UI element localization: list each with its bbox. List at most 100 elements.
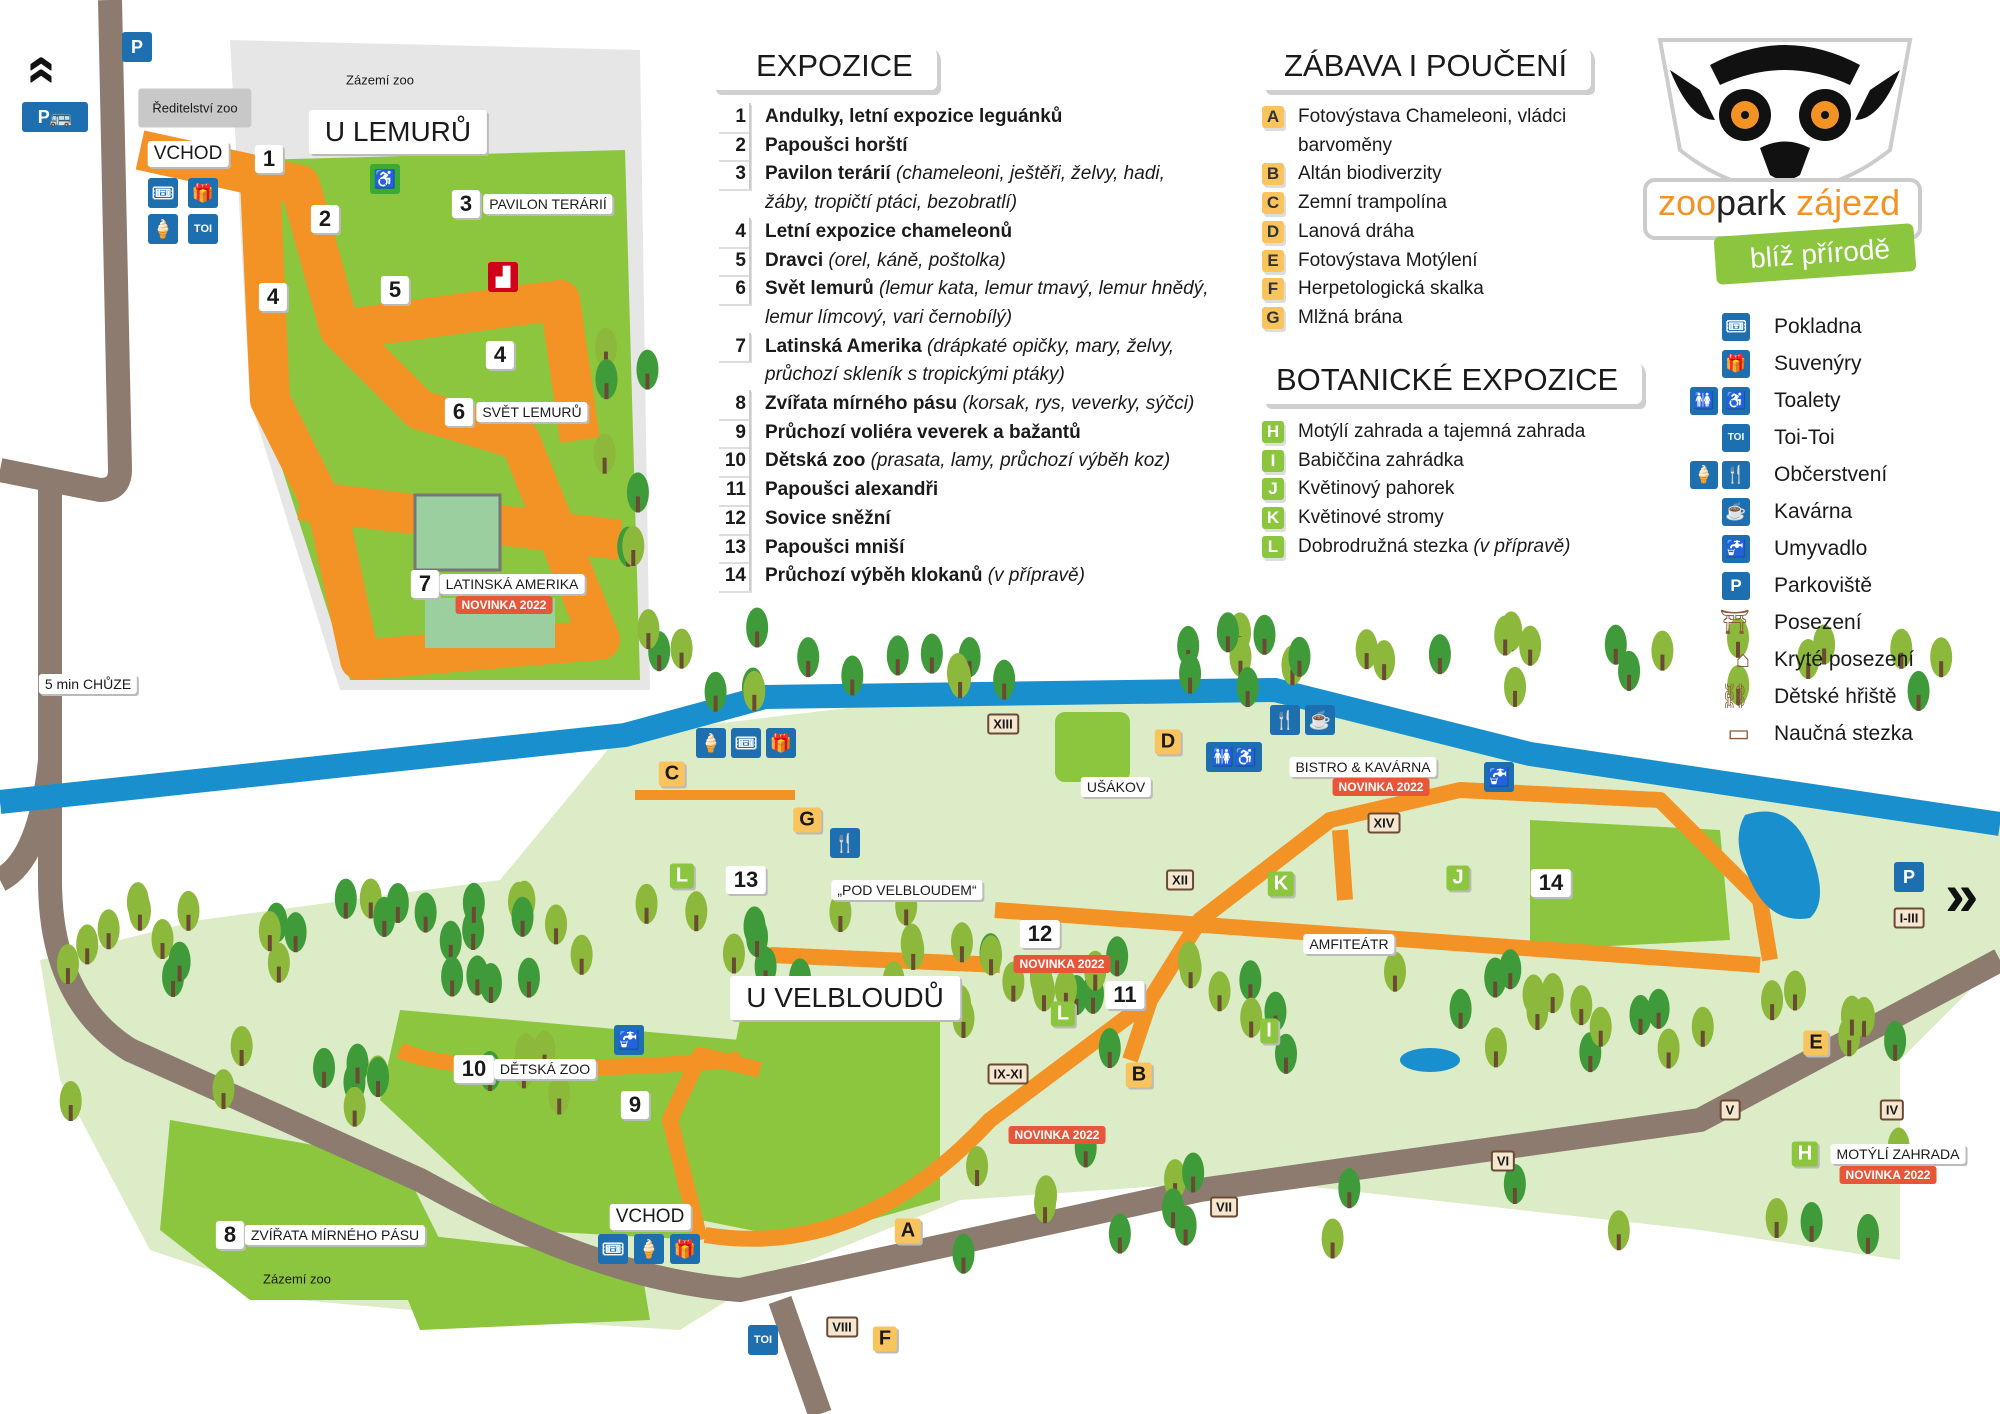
novinka-badge[interactable]: NOVINKA 2022 — [1839, 1166, 1937, 1184]
tree-icon — [622, 525, 645, 566]
exhibit-number-marker[interactable]: 6 — [444, 398, 474, 426]
exhibit-number-marker[interactable]: 13 — [725, 866, 767, 894]
parking-bus-icon[interactable]: P🚌 — [22, 102, 88, 132]
exhibit-number-marker[interactable]: 11 — [1105, 981, 1145, 1009]
gift-icon: 🎁 — [670, 1234, 700, 1264]
novinka-badge[interactable]: NOVINKA 2022 — [1332, 778, 1430, 796]
exhibit-number-marker[interactable]: 2 — [310, 205, 340, 233]
exhibit-number-marker[interactable]: 4 — [258, 283, 288, 311]
trail-stop-marker[interactable]: XIII — [987, 713, 1019, 735]
trail-stop-marker[interactable]: VI — [1490, 1150, 1516, 1172]
trail-stop-marker[interactable]: VII — [1210, 1196, 1238, 1218]
botanical-letter-marker[interactable]: H — [1791, 1141, 1819, 1167]
trail-stop-marker[interactable]: V — [1719, 1099, 1741, 1121]
item-detail: (chameleoni, ještěři, želvy, hadi, — [895, 163, 1165, 185]
trail-stop-marker[interactable]: IX-XI — [987, 1063, 1029, 1085]
exhibit-number-marker[interactable]: 4 — [485, 341, 515, 369]
tree-icon — [1162, 1188, 1185, 1229]
place-label[interactable]: PAVILON TERÁRIÍ — [483, 194, 613, 214]
legend-icons: P — [1660, 571, 1750, 600]
place-label[interactable]: SVĚT LEMURŮ — [476, 402, 588, 422]
botanical-letter-marker[interactable]: J — [1446, 865, 1470, 891]
tree-icon — [952, 1233, 975, 1274]
item-text: Babiččina zahrádka — [1298, 447, 1598, 476]
botanical-letter-marker[interactable]: K — [1267, 871, 1295, 897]
trail-stop-marker[interactable]: XII — [1166, 869, 1194, 891]
legend-icons: ⛓ — [1660, 683, 1750, 711]
tree-icon — [343, 1086, 366, 1127]
tree-icon — [334, 878, 357, 919]
botanical-letter-marker[interactable]: L — [1050, 1001, 1076, 1027]
tree-icon — [1032, 971, 1055, 1012]
attraction-letter-marker[interactable]: D — [1154, 729, 1182, 755]
parking-icon[interactable]: P — [122, 32, 152, 62]
exhibit-number-marker[interactable]: 12 — [1019, 920, 1061, 948]
playground-icon: ⛓ — [1719, 682, 1750, 710]
tree-icon — [1321, 1218, 1344, 1259]
attraction-letter-marker[interactable]: B — [1125, 1062, 1153, 1088]
place-label[interactable]: 5 min CHŮZE — [38, 674, 138, 694]
trail-stop-marker[interactable]: I-III — [1893, 907, 1925, 929]
place-label[interactable]: LATINSKÁ AMERIKA — [439, 574, 585, 594]
entrance-label[interactable]: VCHOD — [147, 141, 229, 167]
place-label[interactable]: DĚTSKÁ ZOO — [493, 1059, 597, 1079]
tree-icon — [685, 891, 708, 932]
building-label[interactable]: Ředitelství zoo — [138, 88, 252, 128]
item-text: Svět lemurů (lemur kata, lemur tmavý, le… — [765, 275, 1209, 332]
item-name: Andulky, letní expozice leguánků — [765, 106, 1063, 127]
place-label[interactable]: MOTÝLÍ ZAHRADA — [1830, 1144, 1966, 1164]
exhibit-number-marker[interactable]: 5 — [380, 276, 410, 304]
exhibit-number-marker[interactable]: 3 — [451, 190, 481, 218]
tree-icon — [1519, 625, 1542, 666]
item-name: Papoušci mniší — [765, 536, 905, 558]
entrance-label[interactable]: VCHOD — [609, 1204, 691, 1230]
trail-stop-marker[interactable]: XIV — [1367, 812, 1401, 834]
exhibit-number-marker[interactable]: 1 — [254, 145, 284, 173]
area-title[interactable]: U LEMURŮ — [308, 110, 488, 154]
botanical-letter-marker[interactable]: L — [669, 863, 695, 889]
attraction-letter-marker[interactable]: F — [872, 1326, 898, 1352]
exhibit-number-marker[interactable]: 9 — [620, 1091, 650, 1119]
coffee-cup-icon: ☕ — [1722, 497, 1750, 526]
tree-icon — [797, 637, 820, 678]
tree-icon — [1930, 637, 1953, 678]
exhibit-number-marker[interactable]: 14 — [1530, 869, 1572, 897]
novinka-badge[interactable]: NOVINKA 2022 — [1013, 955, 1111, 973]
trail-stop-marker[interactable]: IV — [1879, 1099, 1905, 1121]
tree-icon — [1503, 1163, 1526, 1204]
botanical-letter-marker[interactable]: I — [1260, 1018, 1278, 1044]
place-label[interactable]: UŠÁKOV — [1080, 777, 1152, 797]
water-tap-icon: 🚰 — [614, 1025, 644, 1055]
attraction-letter-marker[interactable]: E — [1803, 1030, 1829, 1056]
tree-icon — [670, 628, 693, 669]
ice-cream-icon: 🍦 — [1690, 460, 1718, 489]
attraction-letter-marker[interactable]: C — [658, 761, 686, 787]
area-title[interactable]: U VELBLOUDŮ — [730, 976, 960, 1020]
place-label[interactable]: ZVÍŘATA MÍRNÉHO PÁSU — [244, 1225, 426, 1245]
gift-icon: 🎁 — [766, 728, 796, 758]
tree-icon — [511, 896, 534, 937]
place-label[interactable]: BISTRO & KAVÁRNA — [1289, 757, 1437, 777]
place-label[interactable]: AMFITEÁTR — [1303, 934, 1395, 954]
item-text: Fotovýstava Motýlení — [1298, 247, 1598, 276]
lake — [1738, 811, 1820, 919]
exhibit-number-marker[interactable]: 8 — [215, 1221, 245, 1249]
novinka-badge[interactable]: NOVINKA 2022 — [455, 596, 553, 614]
parking-icon-east[interactable]: P — [1894, 862, 1924, 892]
attraction-letter-marker[interactable]: G — [793, 807, 821, 833]
attraction-letter-marker[interactable]: A — [894, 1218, 922, 1244]
place-label[interactable]: „POD VELBLOUDEM“ — [831, 880, 983, 900]
exhibit-number-marker[interactable]: 10 — [453, 1055, 495, 1083]
exhibit-number-marker[interactable]: 7 — [410, 570, 440, 598]
coffee-cup-icon: ☕ — [1305, 705, 1335, 735]
tree-icon — [466, 955, 489, 996]
item-name: Pavilon terárií — [765, 163, 891, 185]
novinka-badge[interactable]: NOVINKA 2022 — [1008, 1126, 1106, 1144]
trail-stop-marker[interactable]: VIII — [826, 1316, 858, 1338]
